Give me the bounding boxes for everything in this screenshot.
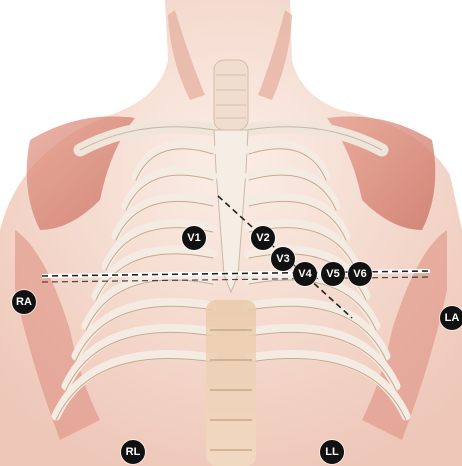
electrode-v4: V4 — [293, 262, 317, 286]
electrode-ll: LL — [320, 440, 344, 464]
spine — [206, 300, 256, 466]
electrode-la: LA — [440, 306, 462, 330]
electrode-v6: V6 — [348, 262, 372, 286]
electrode-v1: V1 — [182, 226, 206, 250]
electrode-rl: RL — [121, 440, 145, 464]
electrode-v5: V5 — [321, 262, 345, 286]
trachea — [214, 60, 248, 130]
electrode-v2: V2 — [251, 226, 275, 250]
electrode-ra: RA — [12, 290, 36, 314]
electrode-v3: V3 — [271, 247, 295, 271]
